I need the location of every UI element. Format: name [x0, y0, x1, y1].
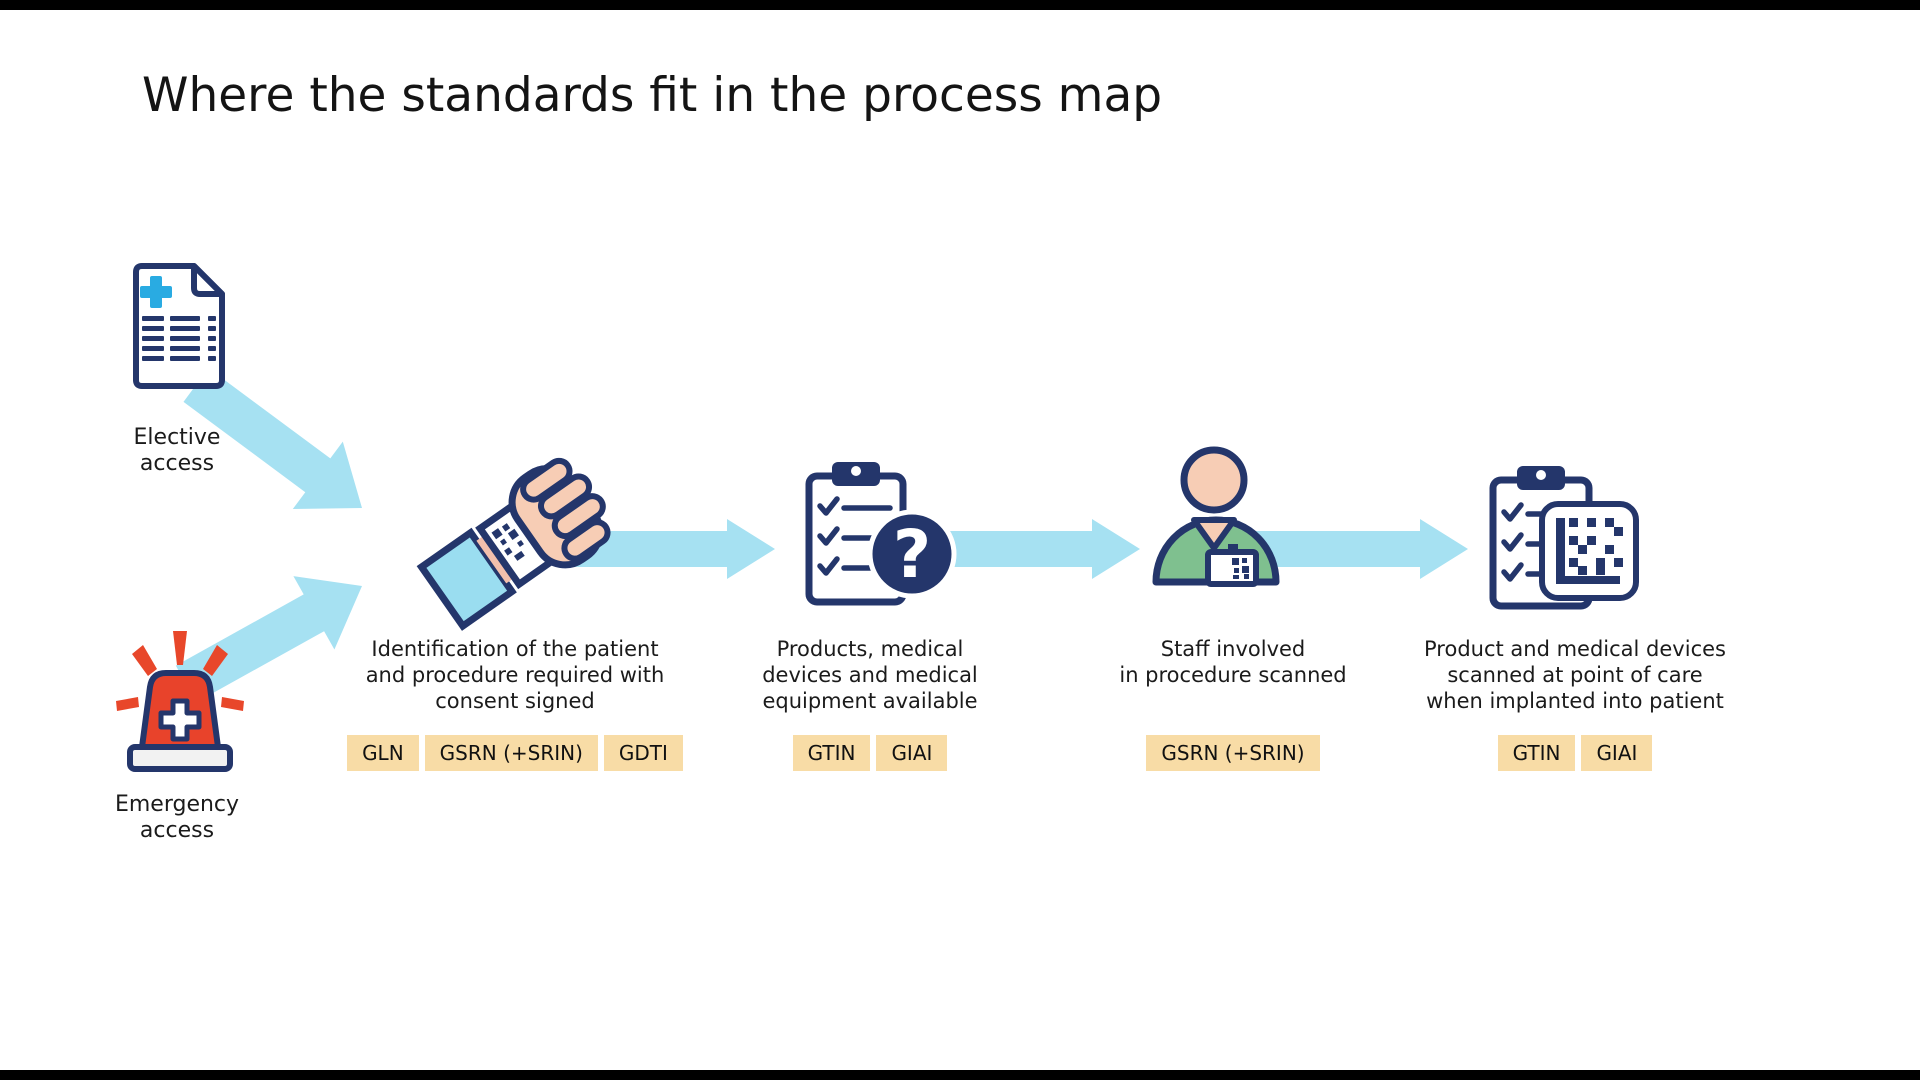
elective-access-label: Elective access: [133, 425, 221, 476]
medical-record-icon: [133, 263, 225, 389]
standards-tags-product-scanned: GTIN GIAI: [1410, 735, 1740, 771]
standard-tag: GIAI: [1581, 735, 1653, 771]
standard-tag: GSRN (+SRIN): [424, 735, 598, 771]
standard-tag: GLN: [347, 735, 419, 771]
top-letterbox-bar: [0, 0, 1920, 10]
stage-caption-staff-scanned: Staff involved in procedure scanned: [1119, 637, 1347, 687]
datamatrix-icon: [1556, 518, 1623, 584]
staff-badge-icon: [1152, 446, 1280, 587]
wristband-barcode-icon: [491, 523, 525, 561]
standard-tag: GTIN: [1497, 735, 1576, 771]
medical-cross-icon: [140, 276, 172, 308]
standards-tags-patient-identification: GLN GSRN (+SRIN) GDTI: [345, 735, 685, 771]
standard-tag: GSRN (+SRIN): [1146, 735, 1320, 771]
question-circle-icon: [867, 509, 957, 599]
stage-caption-products-available: Products, medical devices and medical eq…: [762, 637, 978, 713]
page-title: Where the standards fit in the process m…: [142, 68, 1163, 123]
elective-flow-arrow: [183, 368, 362, 509]
emergency-flow-arrow: [175, 576, 362, 703]
bottom-letterbox-bar: [0, 1070, 1920, 1080]
siren-cross-icon: [158, 698, 202, 742]
stage-caption-patient-identification: Identification of the patient and proced…: [365, 637, 665, 713]
standards-tags-products-available: GTIN GIAI: [740, 735, 1000, 771]
svg-text:?: ?: [893, 516, 931, 593]
scan-checklist-barcode-icon: [1489, 466, 1639, 610]
patient-wristband-icon: [416, 457, 611, 631]
emergency-access-label: Emergency access: [114, 792, 240, 843]
standard-tag: GDTI: [603, 735, 683, 771]
badge-barcode-icon: [1232, 558, 1249, 579]
emergency-siren-icon: [116, 631, 244, 772]
standard-tag: GIAI: [876, 735, 948, 771]
flow-arrow-3: [1250, 519, 1468, 579]
stage-caption-product-scanned: Product and medical devices scanned at p…: [1424, 637, 1726, 713]
flow-arrow-1: [570, 519, 775, 579]
flow-arrow-2: [935, 519, 1140, 579]
standards-tags-staff-scanned: GSRN (+SRIN): [1103, 735, 1363, 771]
standard-tag: GTIN: [792, 735, 871, 771]
checklist-question-icon: ?: [805, 462, 957, 606]
